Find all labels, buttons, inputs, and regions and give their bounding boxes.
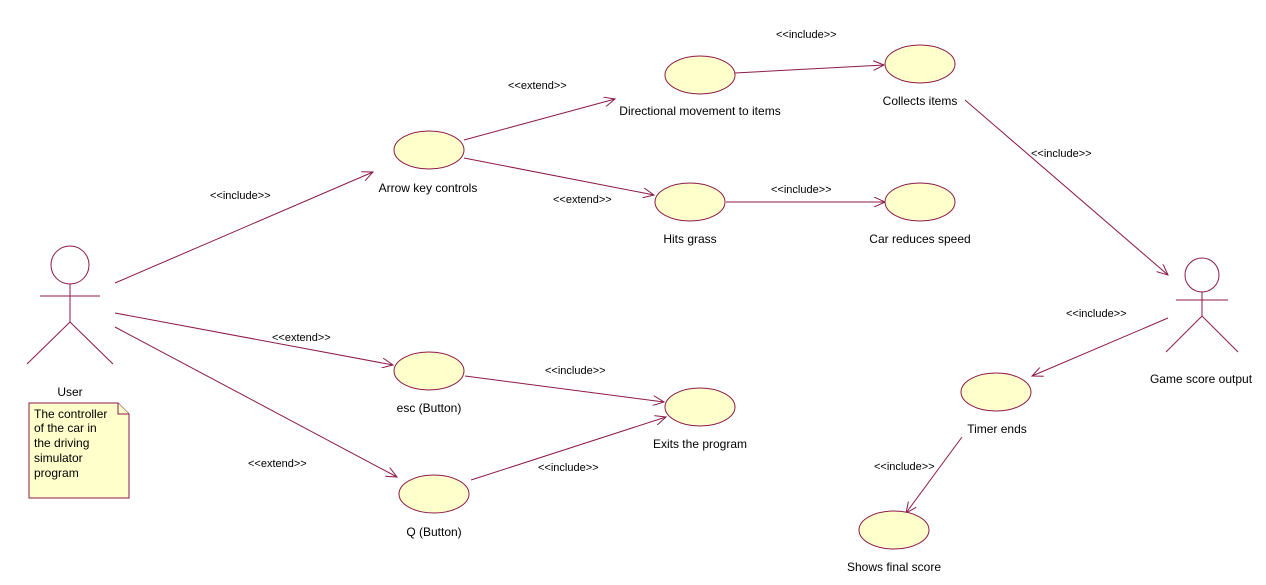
edge-user-q (114, 326, 397, 477)
label-arrow-keys-grass: <<extend>> (553, 194, 612, 206)
label-arrow-keys-directional: <<extend>> (508, 80, 567, 92)
label-user-esc: <<extend>> (272, 332, 331, 344)
edge-timer-final (906, 436, 963, 513)
label-score-timer: <<include>> (1066, 308, 1127, 320)
usecase-hits-grass[interactable]: Hits grass (654, 182, 726, 246)
label-esc-exits: <<include>> (545, 365, 606, 377)
usecase-label: Collects items (883, 94, 958, 108)
usecase-label: Shows final score (847, 560, 941, 574)
note-line: program (34, 466, 79, 480)
edge-collects-score (964, 99, 1168, 275)
note-user-description: The controller of the car in the driving… (28, 402, 130, 499)
edge-user-esc (114, 312, 393, 365)
edge-arrow-keys-grass (463, 157, 654, 195)
actor-game-score-output[interactable]: Game score output (1150, 257, 1253, 386)
note-line: The controller (34, 407, 107, 421)
label-q-exits: <<include>> (538, 462, 599, 474)
usecase-directional-movement[interactable]: Directional movement to items (619, 55, 781, 118)
usecase-label: Exits the program (653, 437, 747, 451)
usecase-label: Directional movement to items (619, 104, 780, 118)
edge-directional-collects (734, 65, 884, 74)
label-user-arrow-keys: <<include>> (210, 190, 271, 202)
label-timer-final: <<include>> (874, 461, 935, 473)
usecase-arrow-key-controls[interactable]: Arrow key controls (379, 130, 478, 195)
label-directional-collects: <<include>> (776, 29, 837, 41)
label-user-q: <<extend>> (248, 458, 307, 470)
actor-user[interactable]: User (26, 245, 114, 399)
usecase-label: Arrow key controls (379, 181, 478, 195)
usecase-timer-ends[interactable]: Timer ends (960, 372, 1032, 436)
usecase-exits-program[interactable]: Exits the program (653, 387, 747, 451)
usecase-label: Car reduces speed (869, 232, 970, 246)
edge-user-arrow-keys (114, 172, 373, 284)
edge-q-exits (470, 417, 666, 481)
actor-head (1184, 257, 1220, 293)
usecase-label: Q (Button) (406, 525, 461, 539)
note-line: the driving (34, 436, 89, 450)
label-collects-score: <<include>> (1031, 148, 1092, 160)
edge-score-timer (1032, 317, 1169, 376)
usecase-label: esc (Button) (397, 401, 462, 415)
usecase-collects-items[interactable]: Collects items (883, 44, 958, 108)
usecase-esc-button[interactable]: esc (Button) (393, 351, 465, 415)
edge-esc-exits (464, 375, 664, 402)
actor-head (50, 245, 90, 285)
edge-arrow-keys-directional (463, 99, 615, 141)
note-line: of the car in (34, 421, 97, 435)
label-grass-speed: <<include>> (771, 184, 832, 196)
usecase-q-button[interactable]: Q (Button) (398, 474, 470, 539)
usecase-shows-final-score[interactable]: Shows final score (847, 510, 941, 574)
actor-label: User (57, 385, 82, 399)
actor-label: Game score output (1150, 372, 1253, 386)
note-line: simulator (34, 451, 83, 465)
usecase-car-reduces-speed[interactable]: Car reduces speed (869, 182, 971, 246)
usecase-label: Timer ends (967, 422, 1027, 436)
usecase-label: Hits grass (663, 232, 716, 246)
